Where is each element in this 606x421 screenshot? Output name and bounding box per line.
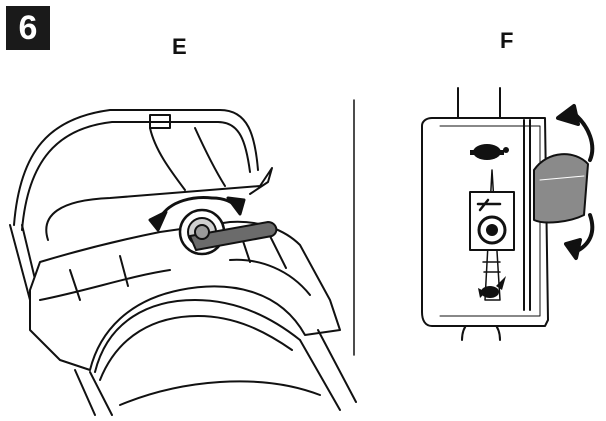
turtle-slow-icon — [470, 144, 509, 160]
handle-bar — [9, 109, 273, 301]
wheel-height-icon — [469, 191, 515, 251]
rotation-arrows-icon — [148, 196, 246, 232]
height-lever-icon — [178, 208, 278, 256]
panel-f-label: F — [500, 28, 514, 53]
up-down-arrow-icon — [556, 104, 595, 260]
panel-e-illustration — [9, 109, 357, 416]
panel-e-label: E — [172, 34, 187, 59]
step-number-badge: 6 — [6, 6, 50, 50]
rabbit-fast-icon — [478, 276, 506, 298]
panel-f-illustration — [421, 87, 595, 341]
height-slider-handle — [533, 153, 589, 224]
